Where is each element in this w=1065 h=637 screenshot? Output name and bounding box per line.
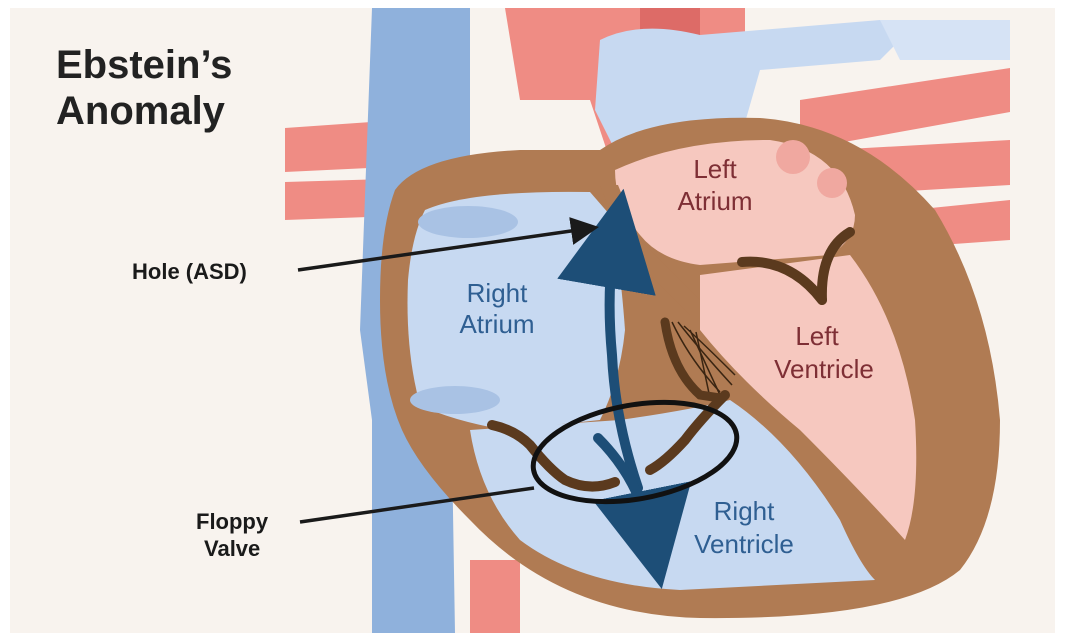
right-ventricle-label-line-2: Ventricle xyxy=(694,529,794,559)
right-atrium-label-line-1: Right xyxy=(467,278,528,308)
right-ventricle-label-line-1: Right xyxy=(714,496,775,526)
floppy-label-line-1: Floppy xyxy=(196,509,269,534)
left-ventricle-label-line-1: Left xyxy=(795,321,839,351)
left-atrium-label-line-2: Atrium xyxy=(677,186,752,216)
floppy-label-line-2: Valve xyxy=(204,536,260,561)
pulmonary-vein-opening-1 xyxy=(776,140,810,174)
highlight-lower xyxy=(410,386,500,414)
left-atrium-label-line-1: Left xyxy=(693,154,737,184)
pulmonary-vein-opening-2 xyxy=(817,168,847,198)
highlight-upper xyxy=(418,206,518,238)
hole-asd-label: Hole (ASD) xyxy=(132,259,247,284)
title-line-1: Ebstein’s xyxy=(56,43,232,87)
descending-artery xyxy=(470,560,520,633)
right-atrium-label-line-2: Atrium xyxy=(459,309,534,339)
pulmonary-branch xyxy=(880,20,1010,60)
title-line-2: Anomaly xyxy=(56,89,226,133)
left-ventricle-label-line-2: Ventricle xyxy=(774,354,874,384)
